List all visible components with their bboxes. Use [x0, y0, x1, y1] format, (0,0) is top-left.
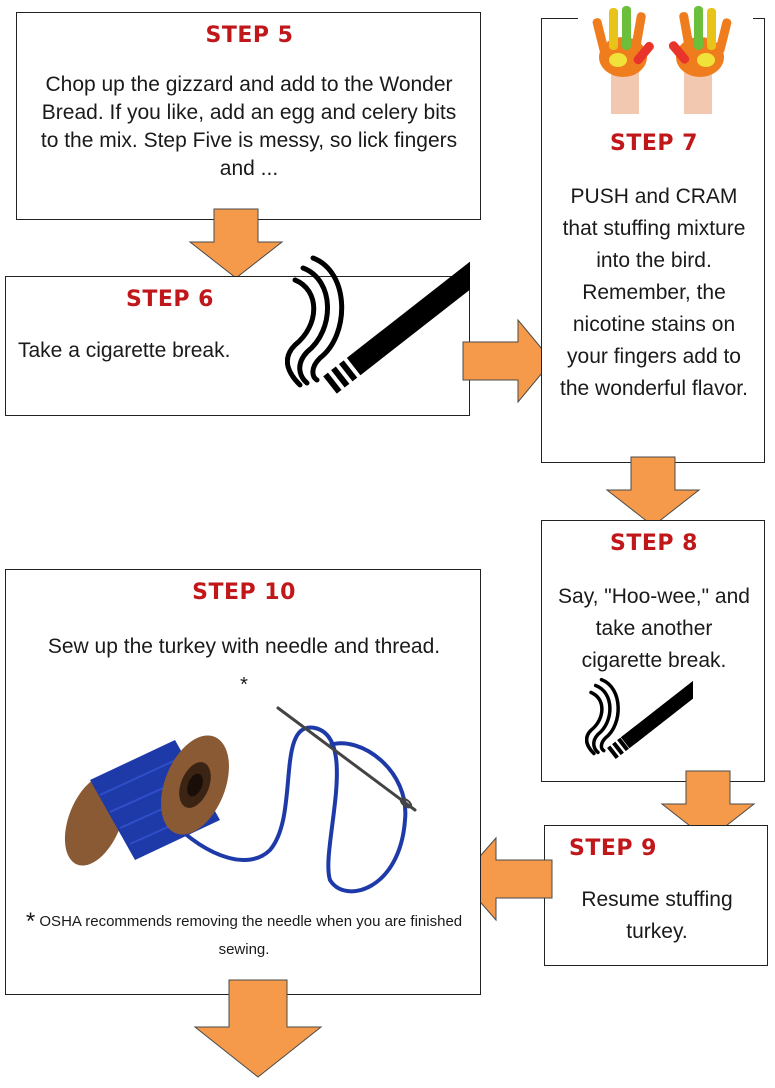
step-7-text: PUSH and CRAM that stuffing mixture into…: [560, 185, 748, 400]
step-10-body: Sew up the turkey with needle and thread…: [47, 635, 441, 658]
step-5-box: STEP 5 Chop up the gizzard and add to th…: [16, 12, 481, 220]
cigarette-icon: [285, 250, 470, 415]
step-5-text: Chop up the gizzard and add to the Wonde…: [40, 73, 458, 180]
step-5-title: STEP 5: [205, 23, 294, 48]
down-arrow-step10-to-next: [193, 979, 323, 1079]
step-6-title: STEP 6: [126, 287, 214, 312]
down-arrow-step8-to-step9: [660, 770, 756, 842]
step-10-asterisk: *: [240, 674, 248, 696]
cigarette-icon: [585, 675, 693, 771]
down-arrow-step7-to-step8: [605, 456, 701, 528]
step-6-text: Take a cigarette break.: [18, 339, 231, 362]
step-8-title: STEP 8: [610, 531, 698, 556]
step-8-box: STEP 8 Say, "Hoo-wee," and take another …: [541, 520, 765, 782]
spool-and-needle-image: [60, 700, 430, 900]
step-8-text: Say, "Hoo-wee," and take another cigaret…: [558, 585, 750, 672]
step-10-text: Sew up the turkey with needle and thread…: [46, 628, 442, 712]
step-9-title: STEP 9: [569, 836, 657, 861]
step-10-box: STEP 10 Sew up the turkey with needle an…: [5, 569, 481, 995]
footnote-mark: *: [25, 908, 36, 935]
step-9-box: STEP 9 Resume stuffing turkey.: [544, 825, 768, 966]
step-9-text: Resume stuffing turkey.: [581, 888, 733, 943]
painted-hands-image: [578, 2, 753, 114]
down-arrow-step5-to-step6: [188, 208, 284, 280]
step-7-title: STEP 7: [610, 131, 698, 156]
step-10-title: STEP 10: [192, 580, 296, 605]
step-10-footnote: * OSHA recommends removing the needle wh…: [24, 908, 464, 964]
footnote-text: OSHA recommends removing the needle when…: [39, 913, 463, 958]
right-arrow-step6-to-step7: [462, 318, 554, 404]
